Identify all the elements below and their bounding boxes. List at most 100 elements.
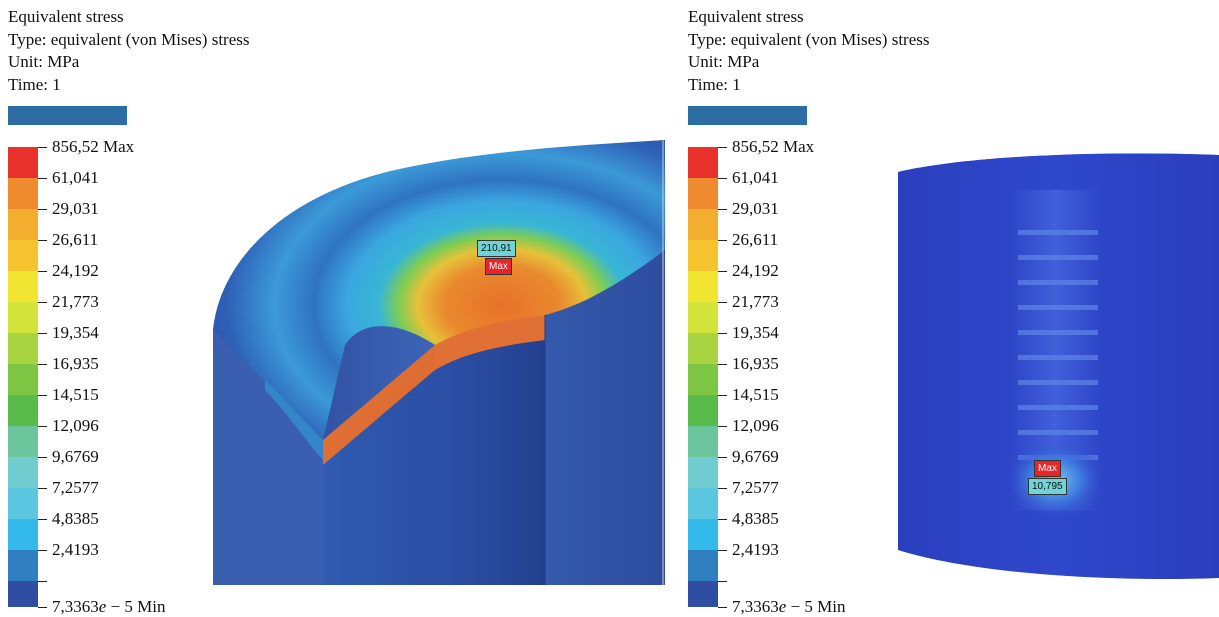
legend-tick <box>718 271 727 272</box>
legend-swatch <box>8 519 38 550</box>
legend-swatch <box>688 395 718 426</box>
legend-min-mantissa: 7,3363 <box>52 597 99 616</box>
legend-swatch <box>8 364 38 395</box>
right-panel: Equivalent stress Type: equivalent (von … <box>680 0 1219 616</box>
legend-tick <box>38 607 47 608</box>
legend-swatch <box>8 147 38 178</box>
legend-tick <box>38 147 47 148</box>
result-unit: Unit: MPa <box>8 52 80 71</box>
legend-swatch <box>8 240 38 271</box>
legend-swatch <box>688 178 718 209</box>
legend-min-mantissa: 7,3363 <box>732 597 779 616</box>
legend-min-exp: e <box>98 597 107 616</box>
legend-swatch <box>688 550 718 581</box>
legend-tick <box>38 240 47 241</box>
left-panel: Equivalent stress Type: equivalent (von … <box>8 6 665 616</box>
legend-tick <box>38 426 47 427</box>
legend-label: 16,935 <box>52 354 99 373</box>
section-face-hot <box>323 345 435 465</box>
legend-label: 856,52 Max <box>732 137 815 156</box>
result-type: Type: equivalent (von Mises) stress <box>8 29 250 49</box>
legend-swatch <box>688 333 718 364</box>
legend-swatch <box>8 178 38 209</box>
legend-tick <box>38 581 47 582</box>
right-header: Equivalent stress Type: equivalent (von … <box>688 6 930 96</box>
legend-tick <box>38 488 47 489</box>
legend-tick <box>38 550 47 551</box>
legend-swatch <box>8 209 38 240</box>
legend-tick <box>38 178 47 179</box>
legend-label: 12,096 <box>732 416 779 435</box>
result-time: Time: 1 <box>8 74 61 94</box>
legend-swatch <box>688 364 718 395</box>
section-face-left <box>213 330 323 585</box>
legend-min-label: 7,3363e − 5 Min <box>52 597 165 617</box>
legend-label: 19,354 <box>52 323 99 342</box>
legend-min-rest: − 5 Min <box>106 597 166 616</box>
header-color-bar <box>8 106 127 125</box>
legend-min-rest: − 5 Min <box>786 597 846 616</box>
legend-swatch <box>8 457 38 488</box>
legend-label: 14,515 <box>52 385 99 404</box>
legend-label: 7,2577 <box>732 478 779 497</box>
probe-max-label: Max <box>485 258 512 275</box>
legend-tick <box>718 519 727 520</box>
cylinder-cutaway-model <box>213 140 665 585</box>
legend-tick <box>38 333 47 334</box>
legend-label: 4,8385 <box>52 509 99 528</box>
inner-bore <box>323 315 545 585</box>
top-surface <box>213 140 665 440</box>
legend-swatch <box>688 302 718 333</box>
probe-max-label: Max <box>1034 460 1061 477</box>
legend-tick <box>38 395 47 396</box>
legend-label: 29,031 <box>732 199 779 218</box>
legend-tick <box>38 457 47 458</box>
result-title: Equivalent stress <box>8 7 124 26</box>
legend-tick <box>718 550 727 551</box>
legend-label: 24,192 <box>52 261 99 280</box>
legend-swatch <box>688 209 718 240</box>
legend-tick <box>718 581 727 582</box>
legend-tick <box>718 302 727 303</box>
legend-swatch <box>688 519 718 550</box>
legend-tick <box>718 395 727 396</box>
legend-tick <box>38 302 47 303</box>
legend-swatch <box>8 395 38 426</box>
legend-min-exp: e <box>778 597 787 616</box>
ring-cut-face <box>435 315 545 370</box>
legend-tick <box>718 178 727 179</box>
legend-swatch <box>8 550 38 581</box>
legend-label: 4,8385 <box>732 509 779 528</box>
legend-tick <box>38 364 47 365</box>
legend-swatch <box>8 488 38 519</box>
legend-label: 29,031 <box>52 199 99 218</box>
legend-label: 21,773 <box>52 292 99 311</box>
legend-label: 9,6769 <box>52 447 99 466</box>
legend-label: 7,2577 <box>52 478 99 497</box>
probe-value-label: 10,795 <box>1028 478 1067 495</box>
legend-tick <box>718 426 727 427</box>
legend-swatch <box>8 426 38 457</box>
legend-label: 24,192 <box>732 261 779 280</box>
legend-label: 19,354 <box>732 323 779 342</box>
legend-label: 26,611 <box>732 230 779 249</box>
legend-tick <box>38 519 47 520</box>
legend-tick <box>38 209 47 210</box>
legend-tick <box>38 271 47 272</box>
legend-label: 12,096 <box>52 416 99 435</box>
legend-min-label: 7,3363e − 5 Min <box>732 597 845 617</box>
legend-label: 16,935 <box>732 354 779 373</box>
legend-tick <box>718 607 727 608</box>
legend-tick <box>718 457 727 458</box>
legend-swatch <box>688 240 718 271</box>
legend-label: 2,4193 <box>52 540 99 559</box>
legend-tick <box>718 364 727 365</box>
legend-swatch <box>688 457 718 488</box>
legend-label: 26,611 <box>52 230 99 249</box>
threaded-block-model <box>898 153 1219 580</box>
legend-swatch <box>688 426 718 457</box>
result-time: Time: 1 <box>688 74 741 94</box>
left-header: Equivalent stress Type: equivalent (von … <box>8 6 250 96</box>
legend-label: 856,52 Max <box>52 137 135 156</box>
legend-swatch <box>8 581 38 607</box>
